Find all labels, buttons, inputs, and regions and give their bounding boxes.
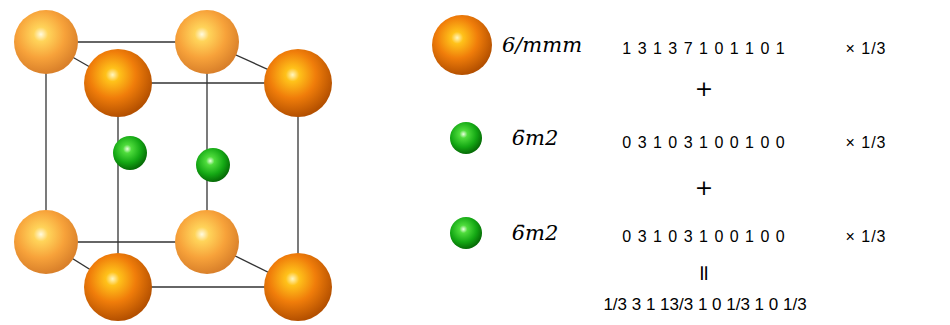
weight-factor: × 1/3 <box>845 228 886 246</box>
orange-atom <box>84 49 152 117</box>
orange-atom <box>14 210 78 274</box>
orange-atom <box>264 49 332 117</box>
plus-sign: + <box>695 77 713 101</box>
green-atom <box>113 136 147 170</box>
result-vector: 1/3 3 1 13/3 1 0 1/3 1 0 1/3 <box>603 296 806 315</box>
inner-atoms <box>113 136 230 182</box>
green-site-icon <box>450 217 482 249</box>
unit-cell-edges <box>46 42 298 287</box>
orange-atom <box>84 253 152 321</box>
count-vector: 0 3 1 0 3 1 0 0 1 0 0 <box>622 228 785 246</box>
count-vector: 1 3 1 3 7 1 0 1 1 0 1 <box>622 40 785 58</box>
weight-factor: × 1/3 <box>845 40 886 58</box>
green-atom <box>196 148 230 182</box>
plus-sign: + <box>695 176 713 200</box>
site-symmetry: 6/mmm <box>502 34 582 57</box>
orange-atom <box>264 253 332 321</box>
orange-site-icon <box>432 15 492 75</box>
site-icons <box>432 15 492 249</box>
orange-atom <box>175 10 239 74</box>
orange-atom <box>14 10 78 74</box>
equals-sign: = <box>692 264 716 282</box>
site-symmetry: 6̄m2 <box>512 127 559 150</box>
count-vector: 0 3 1 0 3 1 0 0 1 0 0 <box>622 134 785 152</box>
weight-factor: × 1/3 <box>845 134 886 152</box>
orange-atom <box>175 210 239 274</box>
green-site-icon <box>450 122 482 154</box>
back-atoms <box>14 10 239 274</box>
front-atoms <box>84 49 332 321</box>
site-symmetry: 6̄m2 <box>512 222 559 245</box>
